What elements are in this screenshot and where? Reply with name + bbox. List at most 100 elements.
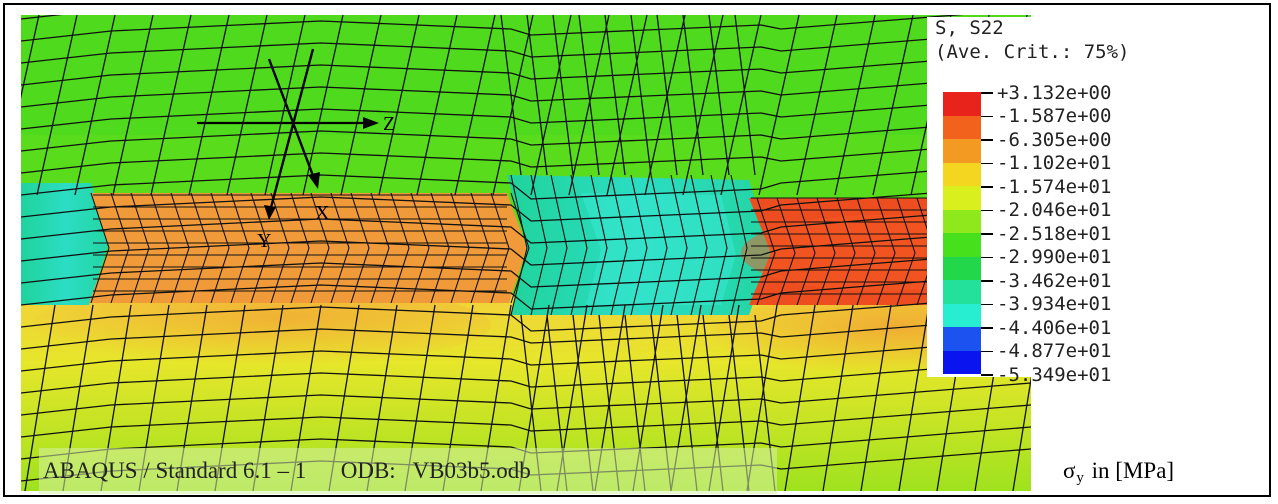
legend-tick: -4.406e+01: [981, 316, 1111, 340]
legend-tick-mark: [981, 327, 993, 329]
legend-tick: -3.934e+01: [981, 293, 1111, 317]
mesh-line: [170, 192, 190, 304]
mesh-line: [834, 15, 876, 196]
mesh-line: [630, 15, 652, 176]
mesh-line: [188, 15, 230, 196]
mesh-line: [21, 316, 1031, 350]
legend-tick-mark: [981, 374, 993, 376]
mesh-line: [36, 15, 78, 196]
mesh-line: [21, 382, 1031, 416]
mesh-line: [21, 250, 1031, 288]
legend-tick-label: -1.587e+00: [997, 105, 1112, 127]
mesh-line: [90, 192, 110, 304]
mesh-line: [21, 162, 1031, 200]
legend-tick-label: -4.877e+01: [997, 340, 1112, 362]
legend-tick: -1.587e+00: [981, 105, 1111, 129]
mesh-line: [1012, 375, 1031, 491]
mesh-line: [530, 15, 572, 196]
hot-spot-left: [31, 285, 491, 365]
legend-color-bar: [943, 92, 981, 374]
legend-swatch: [943, 350, 981, 374]
legend-tick: -2.990e+01: [981, 246, 1111, 270]
mesh-line: [500, 15, 522, 176]
mesh-line: [816, 197, 836, 306]
legend-swatch: [943, 280, 981, 304]
mesh-line: [550, 174, 568, 316]
legend-tick-label: -2.990e+01: [997, 246, 1112, 268]
mesh-line: [21, 118, 1031, 152]
triad-z-label: Z: [383, 113, 395, 135]
mesh-line: [784, 304, 816, 491]
mesh-line: [150, 15, 192, 196]
legend-swatch: [943, 186, 981, 210]
mesh-line: [756, 197, 776, 306]
triad-x-label: X: [315, 202, 330, 224]
contour-legend: S, S22 (Ave. Crit.: 75%) +3.132e+00-1.58…: [927, 17, 1267, 384]
mesh-line: [856, 197, 876, 306]
mesh-line: [490, 192, 510, 304]
mesh-line: [552, 15, 574, 176]
sigma-subscript: y: [1076, 470, 1084, 486]
mesh-line: [21, 206, 1031, 244]
legend-tick-mark: [981, 303, 993, 306]
mesh-line: [682, 15, 724, 196]
mesh-line: [510, 174, 528, 316]
legend-tick-mark: [981, 162, 993, 165]
legend-swatch: [943, 327, 981, 351]
mesh-line: [734, 15, 756, 176]
legend-tick-mark: [981, 186, 993, 188]
mesh-line: [390, 192, 410, 304]
legend-tick-mark: [981, 256, 993, 259]
triad-y-label: Y: [257, 230, 271, 252]
mesh-line: [370, 192, 390, 304]
legend-title: S, S22: [935, 17, 1004, 39]
legend-tick-mark: [981, 280, 993, 282]
legend-tick-mark: [981, 115, 993, 118]
mesh-line: [340, 15, 382, 196]
stress-contour-plot: Z X Y: [21, 15, 1031, 491]
legend-tick-label: -1.102e+01: [997, 152, 1112, 174]
mesh-line: [250, 192, 270, 304]
mesh-line: [606, 15, 648, 196]
mesh-line: [24, 304, 56, 491]
mesh-line: [310, 192, 330, 304]
mesh-line: [708, 15, 730, 176]
legend-tick-label: -5.349e+01: [997, 363, 1112, 386]
mesh-line: [21, 360, 1031, 394]
mesh-line: [822, 304, 854, 491]
legend-tick: -6.305e+00: [981, 128, 1111, 152]
mesh-line: [264, 15, 306, 196]
mesh-line: [758, 15, 800, 196]
legend-tick-label: -1.574e+01: [997, 175, 1112, 198]
mesh-line: [578, 15, 600, 176]
legend-swatch: [943, 303, 981, 327]
mesh-line: [896, 197, 916, 306]
legend-tick-label: +3.132e+00: [997, 81, 1112, 104]
legend-swatch: [943, 209, 981, 233]
mesh-line: [21, 404, 1031, 438]
legend-tick-label: -2.046e+01: [997, 199, 1112, 221]
mesh-line: [898, 304, 930, 491]
mesh-line: [230, 192, 250, 304]
mesh-line: [604, 15, 626, 176]
mesh-line: [21, 294, 1031, 332]
legend-tick: -3.462e+01: [981, 269, 1111, 293]
figure-frame: Z X Y S, S22 (Ave. Crit.: 75%) +3.132e+0…: [3, 3, 1271, 497]
legend-swatch: [943, 115, 981, 139]
legend-tick-mark: [981, 209, 993, 212]
mesh-line: [270, 192, 290, 304]
mesh-line: [590, 174, 608, 316]
legend-tick-mark: [981, 139, 993, 141]
legend-tick: -1.102e+01: [981, 152, 1111, 176]
mesh-line: [21, 228, 1031, 266]
mesh-line: [21, 338, 1031, 372]
mesh-line: [21, 30, 1031, 64]
mesh-line: [860, 304, 892, 491]
legend-tick-mark: [981, 350, 993, 353]
mesh-line: [450, 192, 470, 304]
legend-tick-mark: [981, 233, 993, 235]
legend-swatch: [943, 139, 981, 163]
mesh-line: [650, 174, 668, 316]
mesh-line: [210, 192, 230, 304]
mesh-line: [796, 15, 838, 196]
